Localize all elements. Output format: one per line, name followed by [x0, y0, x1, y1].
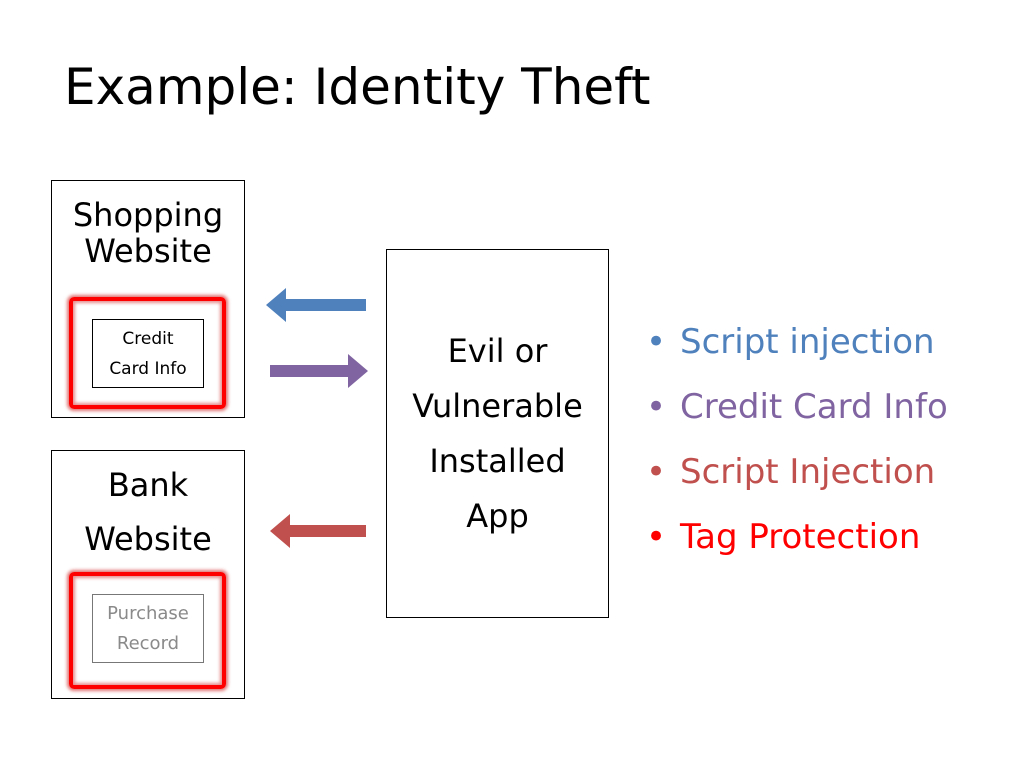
bank-title-line-1: Bank — [107, 466, 189, 504]
bank-website-title: Bank Website — [52, 467, 244, 557]
bullet-text: Tag Protection — [680, 517, 921, 557]
bullet-item: • Script Injection — [646, 440, 948, 505]
installed-app-box: Evil or Vulnerable Installed App — [386, 249, 609, 618]
shopping-tag-protection-frame: Credit Card Info — [69, 297, 226, 409]
bullet-dot-icon: • — [646, 322, 667, 362]
bullet-item: • Credit Card Info — [646, 375, 948, 440]
arrow-to-bank-shape — [270, 514, 366, 548]
arrow-to-bank — [270, 514, 366, 548]
bullet-dot-icon: • — [646, 387, 667, 427]
shopping-title-line-1: Shopping — [72, 196, 224, 234]
credit-card-info-box: Credit Card Info — [92, 319, 204, 388]
arrow-to-shopping — [266, 288, 366, 322]
bullet-text: Script Injection — [680, 452, 936, 492]
arrow-from-shopping-shape — [270, 354, 368, 388]
bullet-item: • Tag Protection — [646, 505, 948, 570]
bullet-dot-icon: • — [646, 452, 667, 492]
app-line-3: Installed — [429, 441, 566, 480]
bullet-item: • Script injection — [646, 310, 948, 375]
app-line-4: App — [466, 496, 529, 535]
bullet-text: Credit Card Info — [680, 387, 948, 427]
bullet-dot-icon: • — [646, 517, 667, 557]
shopping-title-line-2: Website — [84, 232, 212, 270]
slide-title: Example: Identity Theft — [64, 58, 651, 116]
purchase-record-line-2: Record — [116, 632, 180, 654]
credit-card-line-1: Credit — [122, 328, 174, 349]
credit-card-line-2: Card Info — [109, 358, 187, 379]
arrow-to-shopping-shape — [266, 288, 366, 322]
shopping-website-title: Shopping Website — [52, 197, 244, 269]
bullet-list: • Script injection • Credit Card Info • Scrip… — [646, 310, 948, 570]
shopping-website-box: Shopping Website Credit Card Info — [51, 180, 245, 418]
bank-website-box: Bank Website Purchase Record — [51, 450, 245, 699]
app-line-2: Vulnerable — [412, 386, 583, 425]
bank-tag-protection-frame: Purchase Record — [69, 572, 226, 689]
purchase-record-box: Purchase Record — [92, 594, 204, 663]
bullet-text: Script injection — [680, 322, 935, 362]
arrow-from-shopping — [270, 354, 368, 388]
purchase-record-line-1: Purchase — [107, 602, 189, 624]
bank-title-line-2: Website — [84, 520, 212, 558]
app-line-1: Evil or — [447, 331, 548, 370]
